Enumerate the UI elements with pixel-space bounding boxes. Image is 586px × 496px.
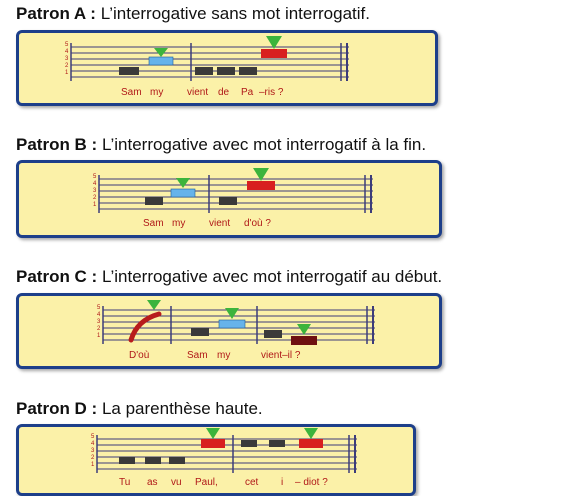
syllable: my — [172, 218, 185, 229]
note-vient — [219, 197, 237, 205]
heading-pattern-b: Patron B : L’interrogative avec mot inte… — [16, 135, 426, 155]
syllable: Sam — [187, 350, 208, 361]
accent-triangle-icon — [304, 428, 318, 439]
heading-pattern-c: Patron C : L’interrogative avec mot inte… — [16, 267, 442, 287]
level-4: 4 — [93, 181, 97, 187]
syllable: Tu — [119, 477, 130, 488]
accent-triangle-icon — [225, 308, 239, 319]
note-vient — [195, 67, 213, 75]
level-3: 3 — [97, 319, 101, 325]
note-my — [148, 56, 174, 66]
note-my — [170, 188, 196, 198]
syllable: de — [218, 87, 230, 98]
panel-pattern-c: 5 4 3 2 1 D'où Sam my vient–il ? — [16, 293, 442, 369]
level-4: 4 — [65, 49, 69, 55]
syllable: i — [281, 477, 283, 488]
note-cet — [241, 440, 257, 447]
panel-pattern-d: 5 4 3 2 1 Tu as vu Paul, cet i – diot ? — [16, 424, 416, 496]
syllable: vient — [187, 87, 208, 98]
note-pa — [239, 67, 257, 75]
level-1: 1 — [93, 202, 97, 208]
intonation-staff-a: 5 4 3 2 1 Sam my vient de Pa –ris ? — [65, 36, 349, 98]
note-il — [291, 336, 317, 345]
syllable: Paul, — [195, 477, 218, 488]
pattern-a-label: Patron A : — [16, 4, 96, 23]
note-sam — [145, 197, 163, 205]
syllable: my — [217, 350, 230, 361]
level-5: 5 — [93, 174, 97, 180]
note-as — [145, 457, 161, 464]
level-3: 3 — [91, 448, 95, 454]
note-my — [218, 319, 246, 329]
intonation-staff-b: 5 4 3 2 1 Sam my vient d'où ? — [93, 168, 373, 229]
note-dou — [247, 181, 275, 190]
level-3: 3 — [93, 188, 97, 194]
level-1: 1 — [97, 333, 101, 339]
level-4: 4 — [91, 441, 95, 447]
level-5: 5 — [91, 434, 95, 440]
pattern-d-description: La parenthèse haute. — [97, 399, 263, 418]
pattern-b-label: Patron B : — [16, 135, 98, 154]
heading-pattern-a: Patron A : L’interrogative sans mot inte… — [16, 4, 370, 24]
accent-triangle-icon — [297, 324, 311, 335]
syllable: vu — [171, 477, 182, 488]
pattern-a-description: L’interrogative sans mot interrogatif. — [95, 4, 370, 23]
note-i — [269, 440, 285, 447]
syllable: as — [147, 477, 158, 488]
accent-triangle-icon — [266, 36, 282, 49]
heading-pattern-d: Patron D : La parenthèse haute. — [16, 399, 263, 419]
staff-lines — [98, 175, 373, 213]
level-2: 2 — [65, 63, 69, 69]
pattern-b-description: L’interrogative avec mot interrogatif à … — [97, 135, 427, 154]
syllable: – diot ? — [295, 477, 328, 488]
syllable: Pa — [241, 87, 254, 98]
pattern-c-label: Patron C : — [16, 267, 98, 286]
syllable: cet — [245, 477, 259, 488]
note-ris — [261, 49, 287, 58]
note-dou-glide — [128, 311, 162, 343]
accent-triangle-icon — [206, 428, 220, 439]
note-vu — [169, 457, 185, 464]
note-sam — [191, 328, 209, 336]
syllable: d'où ? — [244, 218, 271, 229]
level-1: 1 — [65, 70, 69, 76]
level-2: 2 — [91, 455, 95, 461]
level-5: 5 — [65, 42, 69, 48]
level-5: 5 — [97, 305, 101, 311]
syllable: Sam — [143, 218, 164, 229]
staff-lines — [70, 43, 349, 81]
syllable: my — [150, 87, 163, 98]
note-diot — [299, 439, 323, 448]
accent-triangle-icon — [253, 168, 269, 181]
note-paul — [201, 439, 225, 448]
syllable: vient–il ? — [261, 350, 301, 361]
level-4: 4 — [97, 312, 101, 318]
pattern-c-description: L’interrogative avec mot interrogatif au… — [97, 267, 443, 286]
note-vient — [264, 330, 282, 338]
accent-triangle-icon — [176, 178, 190, 188]
note-sam — [119, 67, 139, 75]
note-de — [217, 67, 235, 75]
level-1: 1 — [91, 462, 95, 468]
panel-pattern-b: 5 4 3 2 1 Sam my vient d'où ? — [16, 160, 442, 238]
pattern-d-label: Patron D : — [16, 399, 98, 418]
accent-triangle-icon — [147, 300, 161, 310]
syllable: D'où — [129, 350, 149, 361]
syllable: vient — [209, 218, 230, 229]
intonation-staff-c: 5 4 3 2 1 D'où Sam my vient–il ? — [97, 300, 375, 361]
level-3: 3 — [65, 56, 69, 62]
level-2: 2 — [97, 326, 101, 332]
level-2: 2 — [93, 195, 97, 201]
note-tu — [119, 457, 135, 464]
accent-triangle-icon — [154, 48, 168, 57]
panel-pattern-a: 5 4 3 2 1 Sam my vient de Pa –ris ? — [16, 30, 438, 106]
syllable: Sam — [121, 87, 142, 98]
syllable: –ris ? — [259, 87, 284, 98]
intonation-staff-d: 5 4 3 2 1 Tu as vu Paul, cet i – diot ? — [91, 428, 357, 488]
